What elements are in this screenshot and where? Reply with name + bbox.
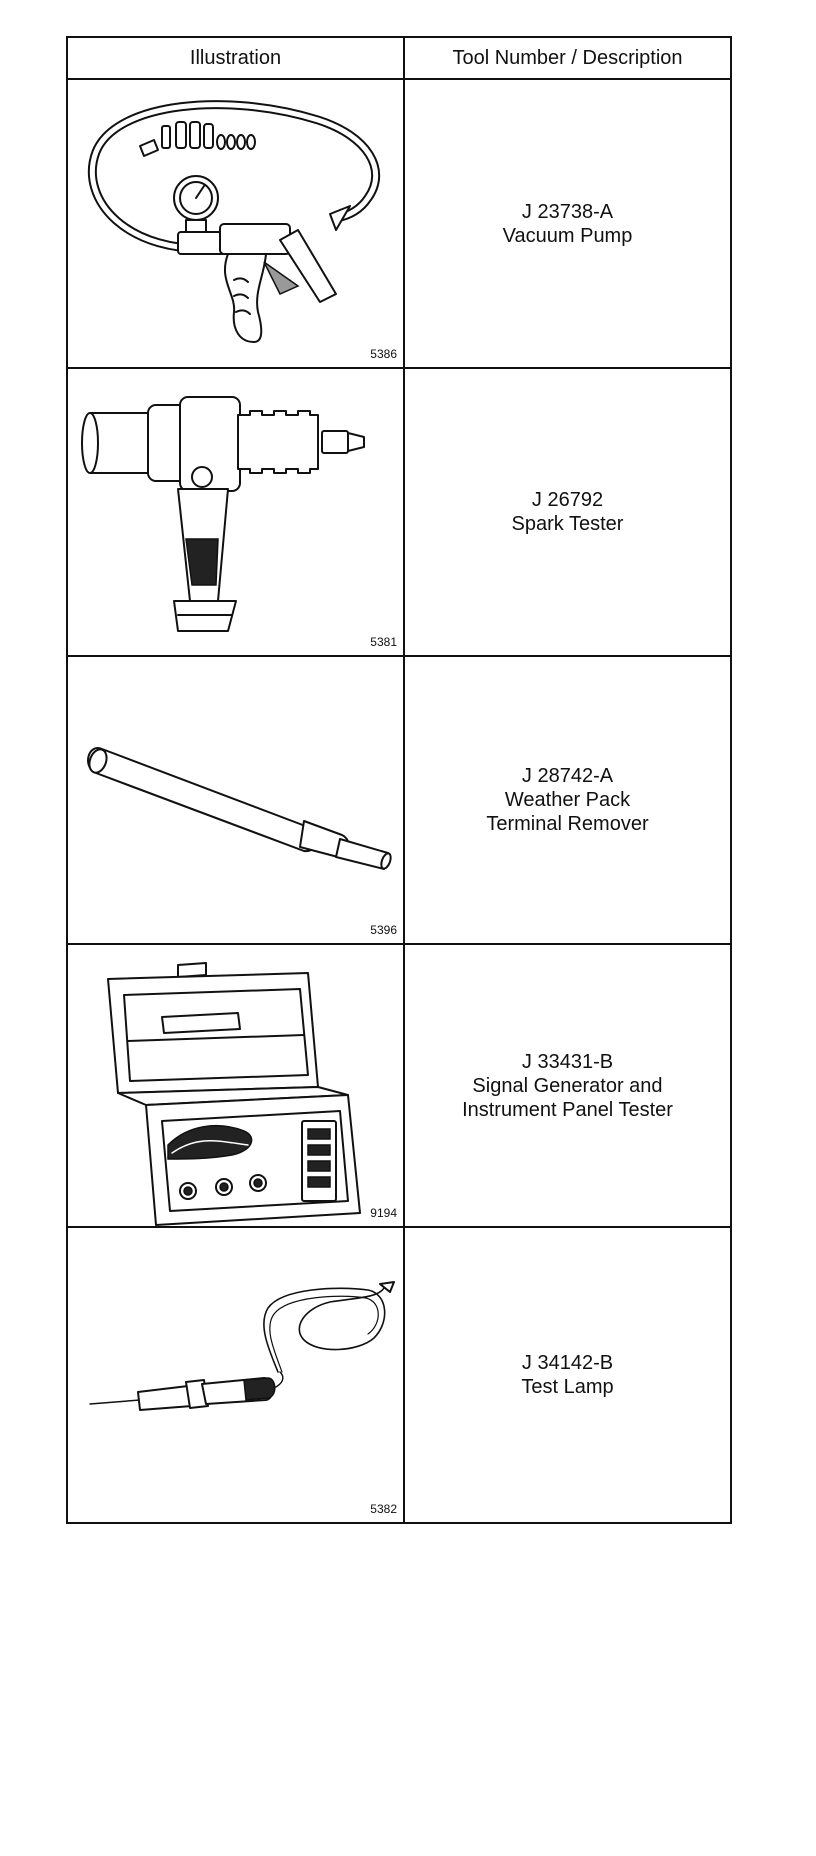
header-tool-description: Tool Number / Description bbox=[452, 46, 683, 69]
tool-number: J 26792 bbox=[531, 489, 604, 511]
illustration-cell: 5396 bbox=[68, 657, 405, 943]
tool-table: Illustration Tool Number / Description bbox=[66, 36, 732, 1524]
table-row: 5382 J 34142-B Test Lamp bbox=[68, 1228, 730, 1522]
tool-description: Test Lamp bbox=[521, 1376, 614, 1398]
tool-description: Spark Tester bbox=[511, 513, 624, 535]
illustration-cell: 5382 bbox=[68, 1228, 405, 1522]
figure-number: 5381 bbox=[370, 635, 397, 649]
signal-generator-case-icon bbox=[107, 962, 361, 1226]
table-header: Illustration Tool Number / Description bbox=[68, 38, 730, 80]
figure-number: 5382 bbox=[370, 1502, 397, 1516]
description-cell: J 26792 Spark Tester bbox=[405, 369, 730, 655]
tool-description: Signal Generator and bbox=[472, 1074, 663, 1097]
test-lamp-icon bbox=[89, 1281, 395, 1411]
figure-number: 5386 bbox=[370, 347, 397, 361]
tool-number: J 28742-A bbox=[521, 765, 614, 787]
tool-description-line2: Instrument Panel Tester bbox=[462, 1098, 673, 1121]
table-row: 5396 J 28742-A Weather Pack Terminal Rem… bbox=[68, 657, 730, 945]
tool-description-line2: Terminal Remover bbox=[486, 813, 649, 835]
tool-number: J 34142-B bbox=[521, 1352, 614, 1374]
tool-description: Weather Pack bbox=[504, 789, 631, 811]
illustration-cell: 9194 bbox=[68, 945, 405, 1226]
table-row: 5381 J 26792 Spark Tester bbox=[68, 369, 730, 657]
description-cell: J 33431-B Signal Generator and Instrumen… bbox=[405, 945, 730, 1226]
tool-number: J 23738-A bbox=[521, 200, 614, 223]
illustration-cell: 5386 bbox=[68, 80, 405, 367]
description-cell: J 23738-A Vacuum Pump bbox=[405, 80, 730, 367]
terminal-remover-icon bbox=[87, 747, 392, 870]
header-illustration: Illustration bbox=[68, 38, 405, 78]
table-row: 5386 J 23738-A Vacuum Pump bbox=[68, 80, 730, 369]
spark-tester-icon bbox=[81, 396, 365, 632]
vacuum-pump-icon bbox=[87, 100, 381, 343]
description-cell: J 34142-B Test Lamp bbox=[405, 1228, 730, 1522]
tool-description: Vacuum Pump bbox=[502, 224, 633, 247]
table-row: 9194 J 33431-B Signal Generator and Inst… bbox=[68, 945, 730, 1228]
figure-number: 5396 bbox=[370, 923, 397, 937]
illustration-cell: 5381 bbox=[68, 369, 405, 655]
description-cell: J 28742-A Weather Pack Terminal Remover bbox=[405, 657, 730, 943]
tool-number: J 33431-B bbox=[521, 1050, 614, 1073]
figure-number: 9194 bbox=[370, 1206, 397, 1220]
